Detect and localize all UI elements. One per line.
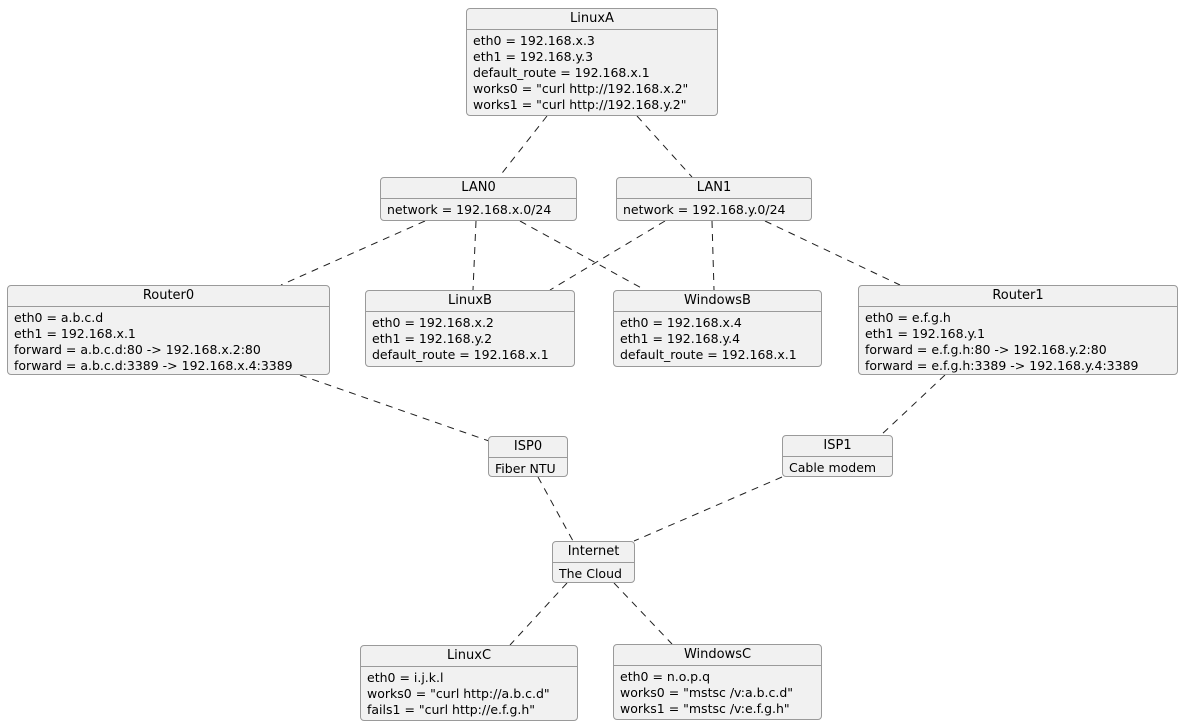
node-attribute-row: eth0 = e.f.g.h xyxy=(865,310,951,325)
node-attribute-row: works1 = "mstsc /v:e.f.g.h" xyxy=(620,701,790,716)
node-title-linuxc: LinuxC xyxy=(361,646,577,667)
node-title-router1: Router1 xyxy=(859,286,1177,307)
node-attribute-row: works0 = "mstsc /v:a.b.c.d" xyxy=(620,685,794,700)
edge-linuxa-lan1 xyxy=(636,115,693,178)
node-title-windowsb: WindowsB xyxy=(614,291,821,312)
edge-lan0-router0 xyxy=(280,220,426,286)
node-attribute-row: works0 = "curl http://a.b.c.d" xyxy=(367,686,550,701)
node-attribute-row: eth0 = n.o.p.q xyxy=(620,669,711,684)
node-attribute-row: default_route = 192.168.x.1 xyxy=(473,65,650,80)
node-attribute-row: forward = a.b.c.d:80 -> 192.168.x.2:80 xyxy=(14,342,261,357)
node-attribute-row: eth0 = 192.168.x.3 xyxy=(473,33,595,48)
node-attribute-row: eth0 = 192.168.x.2 xyxy=(372,315,494,330)
edge-router0-isp0 xyxy=(299,374,490,442)
node-attribute-row: forward = e.f.g.h:80 -> 192.168.y.2:80 xyxy=(865,342,1107,357)
edge-internet-linuxc xyxy=(509,582,568,646)
node-attribute-row: eth1 = 192.168.y.3 xyxy=(473,49,594,64)
node-title-lan0: LAN0 xyxy=(381,178,576,199)
node-attribute-row: default_route = 192.168.x.1 xyxy=(372,347,549,362)
node-attribute-row: The Cloud xyxy=(559,566,622,581)
edge-lan1-windowsb xyxy=(711,220,715,291)
node-title-windowsc: WindowsC xyxy=(614,645,821,666)
node-attribute-row: network = 192.168.y.0/24 xyxy=(623,202,786,217)
node-attribute-row: default_route = 192.168.x.1 xyxy=(620,347,797,362)
edge-lan0-linuxb xyxy=(472,220,477,291)
node-attribute-row: works1 = "curl http://192.168.y.2" xyxy=(473,97,687,112)
node-attribute-row: eth1 = 192.168.y.1 xyxy=(865,326,986,341)
node-attribute-row: works0 = "curl http://192.168.x.2" xyxy=(473,81,689,96)
node-attribute-row: forward = e.f.g.h:3389 -> 192.168.y.4:33… xyxy=(865,358,1139,373)
node-title-linuxa: LinuxA xyxy=(467,9,717,30)
node-title-router0: Router0 xyxy=(8,286,329,307)
edge-lan1-router1 xyxy=(764,220,901,286)
node-body: network = 192.168.x.0/24 xyxy=(381,199,576,220)
node-lan1: LAN1 network = 192.168.y.0/24 xyxy=(616,177,812,221)
edge-isp1-internet xyxy=(633,476,783,542)
node-attribute-row: forward = a.b.c.d:3389 -> 192.168.x.4:33… xyxy=(14,358,293,373)
node-title-linuxb: LinuxB xyxy=(366,291,574,312)
edge-linuxa-lan0 xyxy=(498,115,548,178)
node-attribute-row: Cable modem xyxy=(789,460,877,475)
node-attribute-row: eth0 = 192.168.x.4 xyxy=(620,315,742,330)
edge-isp0-internet xyxy=(537,476,574,542)
node-attribute-row: eth1 = 192.168.x.1 xyxy=(14,326,136,341)
node-attribute-row: fails1 = "curl http://e.f.g.h" xyxy=(367,702,536,717)
edge-internet-windowsc xyxy=(613,582,673,645)
edge-lan0-windowsb xyxy=(519,220,646,291)
node-title-lan1: LAN1 xyxy=(617,178,811,199)
edge-router1-isp1 xyxy=(879,374,946,437)
node-attribute-row: network = 192.168.x.0/24 xyxy=(387,202,552,217)
node-body: Fiber NTU xyxy=(489,458,567,476)
node-body: Cable modem xyxy=(783,457,892,476)
node-title-isp0: ISP0 xyxy=(489,437,567,458)
edge-lan1-linuxb xyxy=(549,220,666,291)
node-body: network = 192.168.y.0/24 xyxy=(617,199,811,220)
node-body: The Cloud xyxy=(553,563,634,582)
node-attribute-row: eth0 = i.j.k.l xyxy=(367,670,444,685)
node-attribute-row: eth1 = 192.168.y.4 xyxy=(620,331,741,346)
node-title-isp1: ISP1 xyxy=(783,436,892,457)
node-title-internet: Internet xyxy=(553,542,634,563)
node-attribute-row: eth0 = a.b.c.d xyxy=(14,310,104,325)
node-attribute-row: Fiber NTU xyxy=(495,461,556,476)
node-lan0: LAN0 network = 192.168.x.0/24 xyxy=(380,177,577,221)
node-attribute-row: eth1 = 192.168.y.2 xyxy=(372,331,493,346)
